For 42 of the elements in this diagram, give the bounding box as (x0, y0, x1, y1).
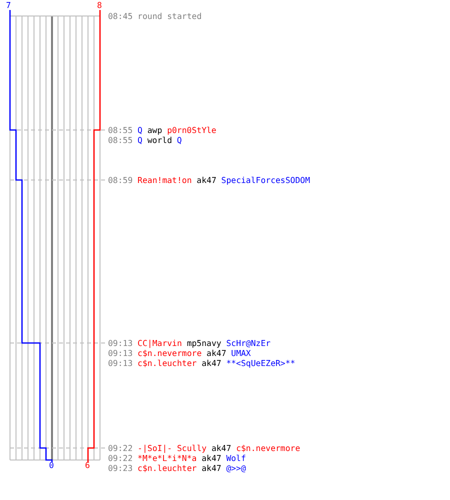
weapon-name: mp5navy (186, 338, 222, 348)
timestamp: 09:23 (108, 463, 133, 473)
log-text: round started (138, 11, 202, 21)
weapon-name: world (147, 135, 172, 145)
timestamp: 08:45 (108, 11, 133, 21)
timestamp: 08:55 (108, 125, 133, 135)
timestamp: 09:13 (108, 348, 133, 358)
weapon-name: awp (147, 125, 162, 135)
weapon-name: ak47 (202, 358, 222, 368)
count-label: 6 (85, 460, 90, 470)
player-name: c$n.leuchter (138, 463, 197, 473)
timestamp: 08:55 (108, 135, 133, 145)
player-name: Wolf (226, 453, 246, 463)
weapon-name: ak47 (211, 443, 232, 453)
weapon-name: ak47 (206, 348, 226, 358)
weapon-name: ak47 (196, 175, 216, 185)
count-label: 8 (97, 0, 102, 10)
player-name: c$n.nevermore (138, 348, 202, 358)
player-name: c$n.leuchter (138, 358, 197, 368)
weapon-name: ak47 (202, 463, 222, 473)
player-name: p0rn0StYle (167, 125, 216, 135)
count-label: 7 (6, 0, 11, 10)
player-name: SpecialForcesSODOM (221, 175, 310, 185)
player-name: *M*e*L*i*N*a (138, 453, 197, 463)
player-name: Q (176, 135, 182, 145)
timestamp: 08:59 (108, 175, 133, 185)
timestamp: 09:22 (108, 453, 133, 463)
player-name: @>>@ (226, 463, 246, 473)
player-name: UMAX (231, 348, 251, 358)
player-name: Rean!mat!on (138, 175, 192, 185)
player-name: **<SqUeEZeR>** (226, 358, 296, 368)
timestamp: 09:13 (108, 358, 133, 368)
player-name: -|SoI|- Scully (138, 443, 207, 453)
timestamp: 09:22 (108, 443, 133, 453)
player-name: CC|Marvin (138, 338, 182, 348)
player-name: Q (138, 135, 142, 145)
player-name: ScHr@NzEr (226, 338, 271, 348)
player-name: c$n.nevermore (236, 443, 300, 453)
timestamp: 09:13 (108, 338, 133, 348)
weapon-name: ak47 (202, 453, 222, 463)
player-name: Q (138, 125, 142, 135)
count-label: 0 (49, 460, 54, 470)
